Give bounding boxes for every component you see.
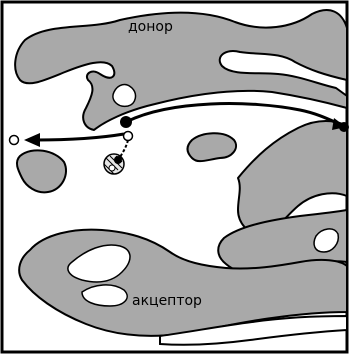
donor-hole [113, 85, 136, 107]
donor-domain [15, 10, 347, 130]
hatched-site-core [114, 156, 122, 164]
transfer-path-left [36, 134, 124, 140]
donor-label: донор [128, 19, 173, 35]
acceptor-label: акцептор [132, 293, 202, 309]
isolated-domain-left [17, 150, 66, 192]
hop-site-open-left [10, 136, 19, 145]
hatched-site [104, 154, 124, 174]
donor-site-dot [120, 116, 132, 128]
isolated-domain-center [188, 133, 237, 161]
transfer-arrowhead-left [24, 133, 40, 147]
hop-site-open-near [124, 132, 133, 141]
right-edge-dot [339, 122, 349, 132]
hatched-site-open [109, 165, 115, 171]
